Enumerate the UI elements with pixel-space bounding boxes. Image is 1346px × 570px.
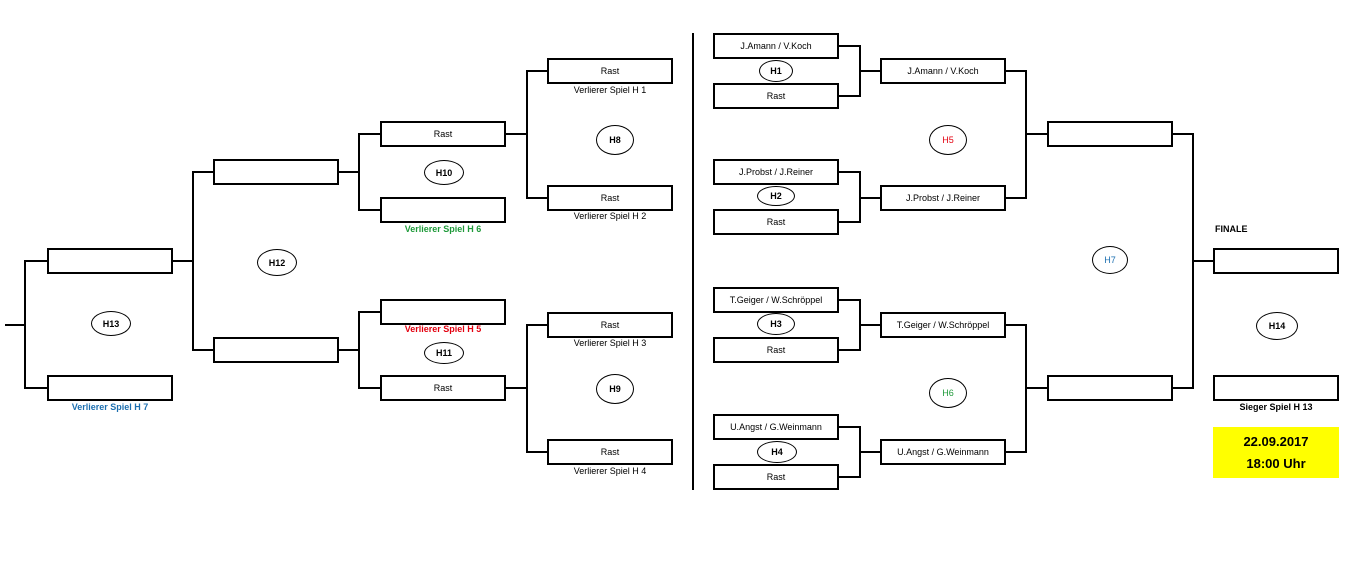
final-schedule-badge: 22.09.2017 18:00 Uhr [1213,427,1339,478]
match-h11: H11 [424,342,464,364]
h10-bottom-slot [380,197,506,223]
match-h1: H1 [759,60,793,82]
match-h12: H12 [257,249,297,276]
match-h8: H8 [596,125,634,155]
h8-bottom-slot: Rast [547,185,673,211]
match-h13: H13 [91,311,131,336]
loser-h3-note: Verlierer Spiel H 3 [573,338,647,348]
h3-bottom-slot: Rast [713,337,839,363]
match-h7: H7 [1092,246,1128,274]
match-h9: H9 [596,374,634,404]
loser-h4-note: Verlierer Spiel H 4 [573,466,647,476]
h13-bottom-slot [47,375,173,401]
h6-bottom-slot: U.Angst / G.Weinmann [880,439,1006,465]
final-time: 18:00 Uhr [1246,455,1306,471]
h13-top-slot [47,248,173,274]
h7-top-slot [1047,121,1173,147]
loser-h7-note: Verlierer Spiel H 7 [71,402,149,412]
h14-bottom-slot [1213,375,1339,401]
h12-bottom-slot [213,337,339,363]
match-h5: H5 [929,125,967,155]
finale-label: FINALE [1215,224,1248,234]
h4-top-slot: U.Angst / G.Weinmann [713,414,839,440]
h1-top-slot: J.Amann / V.Koch [713,33,839,59]
h2-bottom-slot: Rast [713,209,839,235]
h8-top-slot: Rast [547,58,673,84]
match-h6: H6 [929,378,967,408]
h9-bottom-slot: Rast [547,439,673,465]
h4-bottom-slot: Rast [713,464,839,490]
h5-top-slot: J.Amann / V.Koch [880,58,1006,84]
h5-bottom-slot: J.Probst / J.Reiner [880,185,1006,211]
match-h4: H4 [757,441,797,463]
h1-bottom-slot: Rast [713,83,839,109]
winner-h13-note: Sieger Spiel H 13 [1239,402,1313,412]
loser-h1-note: Verlierer Spiel H 1 [573,85,647,95]
h2-top-slot: J.Probst / J.Reiner [713,159,839,185]
final-date: 22.09.2017 [1243,433,1309,449]
h12-top-slot [213,159,339,185]
h11-bottom-slot: Rast [380,375,506,401]
h9-top-slot: Rast [547,312,673,338]
match-h3: H3 [757,313,795,335]
match-h2: H2 [757,186,795,206]
loser-h5-note: Verlierer Spiel H 5 [404,324,482,334]
h7-bottom-slot [1047,375,1173,401]
h3-top-slot: T.Geiger / W.Schröppel [713,287,839,313]
loser-h6-note: Verlierer Spiel H 6 [404,224,482,234]
h11-top-slot [380,299,506,325]
match-h10: H10 [424,160,464,185]
match-h14: H14 [1256,312,1298,340]
h10-top-slot: Rast [380,121,506,147]
h14-top-slot [1213,248,1339,274]
h6-top-slot: T.Geiger / W.Schröppel [880,312,1006,338]
loser-h2-note: Verlierer Spiel H 2 [573,211,647,221]
